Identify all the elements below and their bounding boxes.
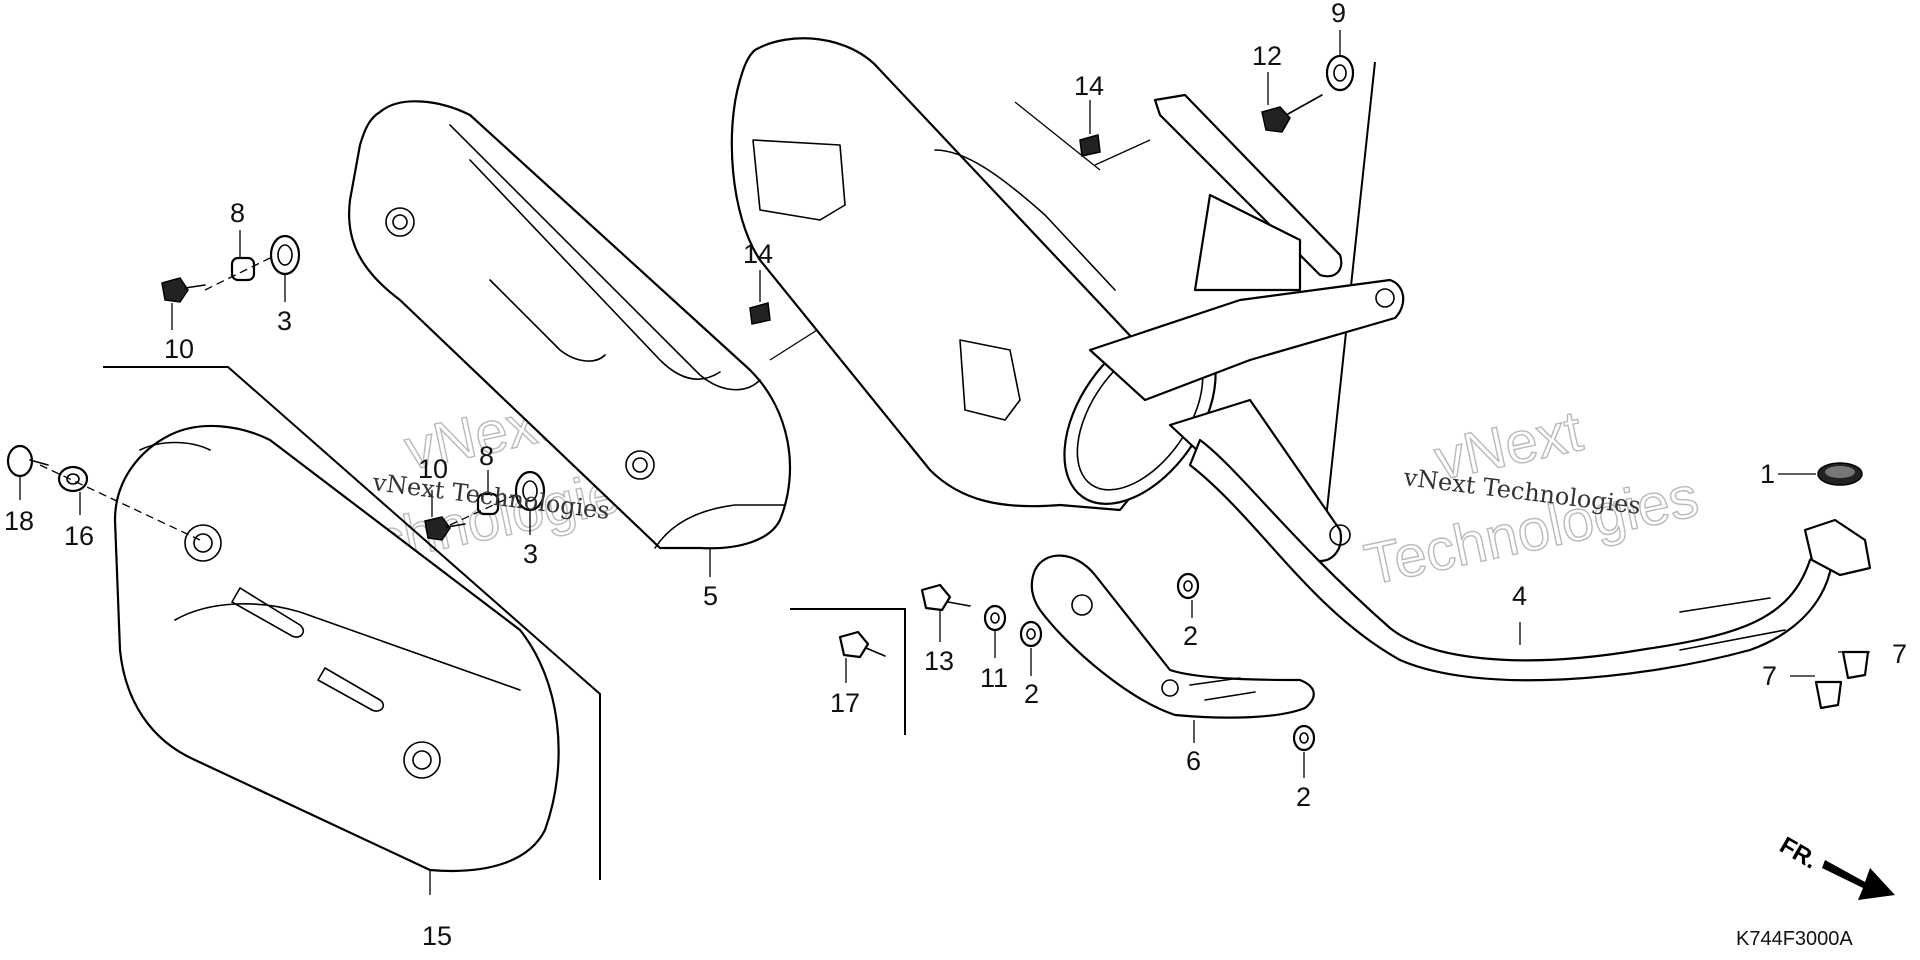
exhaust-protector-part-6: [1030, 554, 1315, 719]
callout-17: 17: [830, 688, 860, 718]
callout-2-lower: 2: [1296, 782, 1311, 812]
callout-7-right: 7: [1892, 639, 1907, 669]
front-direction-arrow: FR.: [1775, 832, 1895, 900]
washer-part-11: [983, 604, 1007, 632]
guide-line-14-top: [1094, 139, 1151, 166]
callout-2-upper: 2: [1183, 621, 1198, 651]
muffler-stay-bracket: [1088, 93, 1405, 563]
bolts-part-10: [161, 277, 466, 541]
bolt-part-13: [920, 583, 971, 612]
washer-part-9: [1325, 54, 1355, 92]
callout-15: 15: [422, 921, 452, 951]
grommets-part-3: [269, 234, 546, 512]
group-bracket-heat-shield: [103, 366, 601, 880]
callout-8-upper: 8: [230, 198, 245, 228]
leader-lines: [19, 30, 1870, 895]
guide-line-stay-top: [1014, 101, 1101, 171]
callout-10-lower: 10: [418, 454, 448, 484]
callout-10-upper: 10: [164, 334, 194, 364]
gasket-part-1: [1817, 462, 1863, 486]
callout-1: 1: [1760, 459, 1775, 489]
callout-9: 9: [1331, 0, 1346, 28]
callout-7-left: 7: [1762, 661, 1777, 691]
heat-shield-lower-part-15: [113, 424, 560, 872]
callout-8-lower: 8: [479, 441, 494, 471]
callout-14-upper: 14: [1074, 71, 1104, 101]
callout-11: 11: [980, 663, 1008, 693]
diagram-code: K744F3000A: [1736, 928, 1853, 950]
nuts-part-7: [1814, 650, 1870, 710]
callout-12: 12: [1252, 41, 1282, 71]
callout-3-lower: 3: [523, 539, 538, 569]
callout-5: 5: [703, 581, 718, 611]
guide-line-14-mid: [769, 324, 826, 361]
callout-labels: 1 2 2 2 3 3 4 5 6 7 7 8 8 9 10 10 11 12 …: [4, 0, 1907, 951]
screw-part-18: [6, 444, 49, 478]
callout-18: 18: [4, 506, 34, 536]
clips-part-14: [749, 134, 1101, 325]
bolt-part-12: [1261, 94, 1323, 133]
group-bracket-bolt-17: [790, 608, 906, 735]
front-direction-label: FR.: [1775, 832, 1822, 875]
collar-part-16: [57, 465, 89, 493]
callout-4: 4: [1512, 581, 1527, 611]
callout-16: 16: [64, 521, 94, 551]
callout-3-upper: 3: [277, 306, 292, 336]
callout-2-middle: 2: [1024, 679, 1039, 709]
callout-13: 13: [924, 646, 954, 676]
heat-shield-upper-part-5: [348, 100, 792, 550]
washers-part-2: [1019, 572, 1316, 752]
callout-6: 6: [1186, 746, 1201, 776]
bolt-part-17: [838, 630, 886, 659]
callout-14-lower: 14: [743, 239, 773, 269]
exhaust-pipe-part-4: [1188, 438, 1872, 682]
